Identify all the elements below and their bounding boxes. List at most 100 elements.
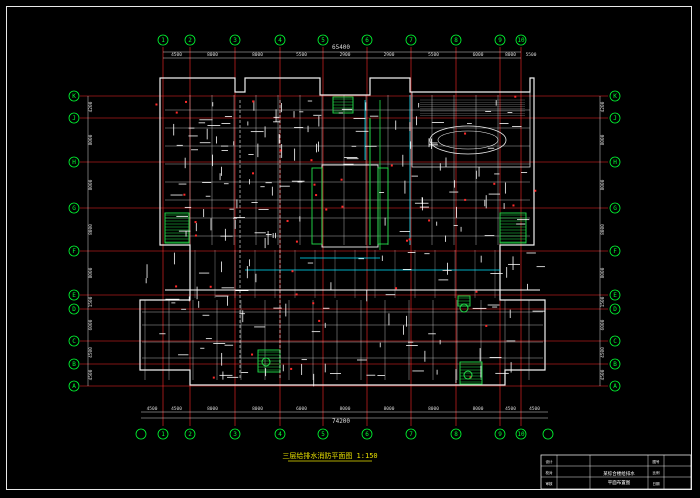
column-axis-label: 6: [365, 431, 369, 438]
column-axis-bubble: [405, 34, 417, 46]
fixture-marker: [194, 234, 197, 237]
left-dimension-text: 8000: [88, 267, 94, 278]
top-dimension-text: 4500: [171, 52, 182, 58]
column-axis-label: 10: [517, 37, 525, 44]
fixture-marker: [252, 172, 255, 175]
fixture-marker: [464, 132, 467, 135]
fixture-marker: [514, 95, 517, 98]
building-outline-layer: [139, 77, 546, 386]
right-dimension-text: 4200: [600, 101, 606, 112]
title-block-label-1: 设计: [546, 459, 554, 464]
fixture-marker: [194, 221, 197, 224]
left-dimension-text: 8000: [88, 134, 94, 145]
fixture-marker: [291, 270, 294, 273]
bottom-dimension-text: 6000: [296, 406, 307, 412]
fixture-marker: [464, 198, 467, 201]
row-axis-bubble: [609, 335, 621, 347]
row-axis-bubble: [68, 156, 80, 168]
right-dimension-text: 1500: [600, 296, 606, 307]
top-dimension-text: 8000: [252, 52, 263, 58]
column-axis-bubble: [361, 34, 373, 46]
column-axis-label: 8: [454, 37, 458, 44]
column-axis-bubble: [515, 34, 527, 46]
row-axis-bubble: [68, 289, 80, 301]
fixture-marker: [295, 240, 298, 243]
column-axis-bubble: [542, 428, 554, 440]
fixture-marker: [251, 353, 254, 356]
row-axis-label: F: [613, 248, 617, 255]
row-axis-label: J: [613, 115, 617, 122]
fire-hydrant-cabinet: [463, 370, 473, 380]
right-dimension-text: 8000: [600, 179, 606, 190]
building-outline: [139, 77, 546, 386]
column-axis-label: 9: [498, 37, 502, 44]
column-axis-bubble: [157, 34, 169, 46]
row-axis-label: B: [72, 361, 76, 368]
fixture-marker: [534, 189, 537, 192]
title-block-drawing-name: 平面布置图: [608, 479, 631, 486]
column-axis-label: 6: [365, 37, 369, 44]
title-block-project: 某综合楼给排水: [603, 470, 635, 477]
column-axis-bubble: [515, 428, 527, 440]
row-axis-bubble: [609, 245, 621, 257]
row-axis-label: H: [613, 159, 617, 166]
row-axis-label: K: [613, 93, 617, 100]
row-axis-label: H: [72, 159, 76, 166]
top-dimension-text: 8000: [207, 52, 218, 58]
right-dimension-text: 4500: [600, 369, 606, 380]
column-axis-label: 9: [498, 431, 502, 438]
fixture-marker: [290, 367, 293, 370]
title-block-label-6: 日期: [653, 481, 661, 486]
fixture-marker: [493, 182, 496, 185]
right-dimension-text: 8000: [600, 224, 606, 235]
column-axis-bubble: [494, 34, 506, 46]
fixture-marker: [390, 164, 393, 167]
row-axis-bubble: [609, 380, 621, 392]
left-dimension-text: 4500: [88, 369, 94, 380]
row-axis-bubble: [609, 112, 621, 124]
row-axis-label: E: [613, 292, 617, 299]
column-axis-bubble: [184, 34, 196, 46]
row-axis-bubble: [609, 90, 621, 102]
column-axis-label: 4: [278, 37, 282, 44]
row-axis-label: E: [72, 292, 76, 299]
fixture-marker: [212, 376, 215, 379]
title-block-label-2: 校对: [546, 470, 554, 475]
bottom-dimension-text: 4500: [505, 406, 516, 412]
courtyard-edge: [377, 167, 389, 245]
row-axis-bubble: [609, 156, 621, 168]
fixture-marker: [252, 100, 255, 103]
row-axis-label: D: [613, 306, 617, 313]
bottom-dimension-text: 8000: [384, 406, 395, 412]
right-dimension-text: 6000: [600, 319, 606, 330]
fixture-marker: [312, 302, 315, 305]
column-axis-label: 7: [409, 37, 413, 44]
fixture-marker: [408, 238, 411, 241]
fixture-marker: [341, 205, 344, 208]
fire-hydrant-cabinet: [261, 357, 271, 367]
column-axis-label: 2: [188, 37, 192, 44]
row-axis-label: J: [72, 115, 76, 122]
bottom-dimension-text: 8000: [428, 406, 439, 412]
row-axis-bubble: [68, 90, 80, 102]
top-dimension-text: 2900: [384, 52, 395, 58]
title-block-label-3: 审核: [546, 481, 554, 486]
text-layer: 三层给排水消防平面图 1:150 65400 74200: [282, 44, 378, 462]
row-axis-bubble: [68, 358, 80, 370]
fixture-marker: [209, 285, 212, 288]
top-overall-dimension: 65400: [332, 44, 350, 51]
row-axis-label: G: [613, 205, 617, 212]
title-block-label-5: 比例: [653, 470, 661, 475]
fixture-marker: [185, 100, 188, 103]
top-dimension-text: 5500: [428, 52, 439, 58]
bottom-dimension-text: 4500: [529, 406, 540, 412]
top-dimension-text: 6000: [473, 52, 484, 58]
row-axis-bubble: [609, 303, 621, 315]
fixture-marker: [315, 194, 318, 197]
column-axis-bubble: [274, 34, 286, 46]
pipe-layer: [145, 95, 546, 387]
top-dimension-text: 5500: [296, 52, 307, 58]
row-axis-bubble: [68, 335, 80, 347]
